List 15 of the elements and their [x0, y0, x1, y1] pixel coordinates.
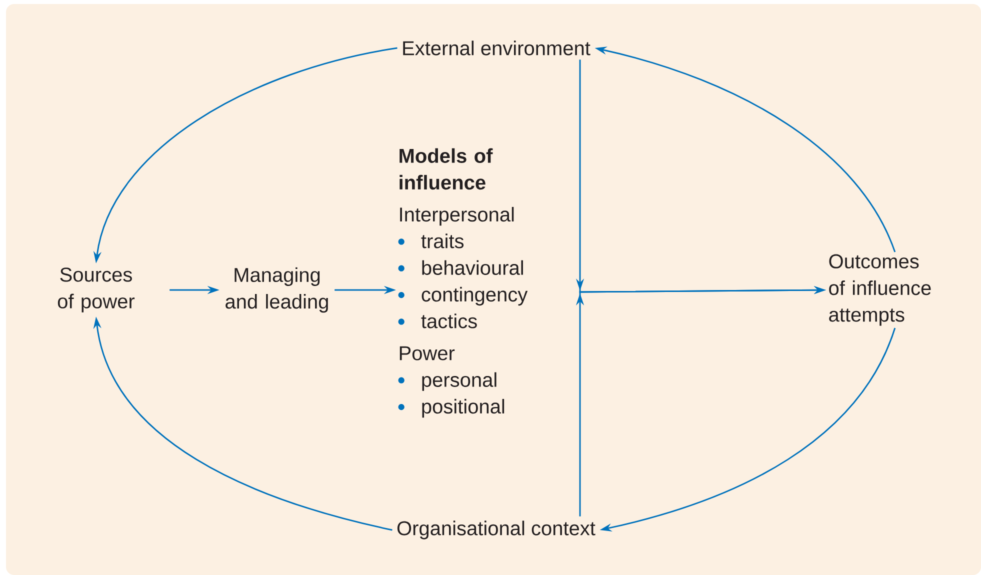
list-item: contingency: [398, 286, 528, 306]
list-item: behavioural: [398, 260, 523, 275]
node-label: Organisational context: [397, 520, 596, 540]
node-label: Outcomes of influence attempts: [829, 254, 931, 326]
node-label: External environment: [403, 40, 590, 56]
list-item: traits: [398, 234, 464, 248]
list-item: tactics: [398, 314, 477, 328]
subheading: Interpersonal: [400, 206, 514, 226]
node-label: Sources of power: [58, 268, 135, 312]
text-block: [398, 148, 528, 418]
heading: Models of influence: [400, 148, 493, 190]
subheading: Power: [400, 346, 455, 360]
node-label: Managing and leading: [226, 267, 328, 313]
list-item: positional: [398, 398, 504, 418]
list-item: personal: [398, 372, 496, 391]
